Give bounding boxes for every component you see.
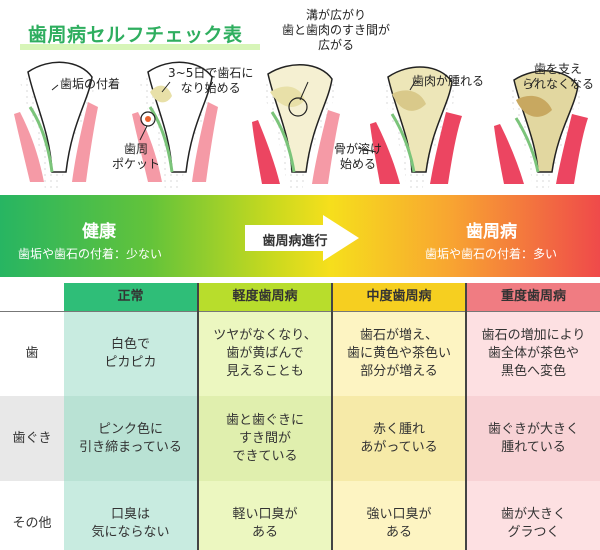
label-tartar: 3~5日で歯石に なり始める xyxy=(168,66,254,95)
row-label-gums: 歯ぐき xyxy=(0,396,64,481)
tooth-stage-5 xyxy=(494,70,588,192)
title-underline xyxy=(20,44,260,50)
check-table: 正常 軽度歯周病 中度歯周病 重度歯周病 歯 白色で ピカピカ ツヤがなくなり、… xyxy=(0,283,600,550)
cell-other-mild: 軽い口臭が ある xyxy=(198,481,333,550)
banner-healthy-title: 健康 xyxy=(82,222,116,242)
header-blank xyxy=(0,283,64,312)
banner-disease-sub: 歯垢や歯石の付着：多い xyxy=(425,247,558,261)
cell-gums-normal: ピンク色に 引き締まっている xyxy=(64,396,199,481)
cell-other-moderate: 強い口臭が ある xyxy=(332,481,467,550)
banner-healthy-sub: 歯垢や歯石の付着：少ない xyxy=(18,247,163,261)
table-row: その他 口臭は 気にならない 軽い口臭が ある 強い口臭が ある 歯が大きく グ… xyxy=(0,481,600,550)
label-gum-swell: 歯肉が腫れる xyxy=(412,74,485,88)
header-severe: 重度歯周病 xyxy=(466,283,600,312)
cell-gums-severe: 歯ぐきが大きく 腫れている xyxy=(466,396,600,481)
cell-gums-moderate: 赤く腫れ あがっている xyxy=(332,396,467,481)
page-title: 歯周病セルフチェック表 xyxy=(28,24,243,46)
cell-teeth-severe: 歯石の増加により 歯全体が茶色や 黒色へ変色 xyxy=(466,311,600,396)
tooth-stage-2 xyxy=(132,61,218,192)
label-plaque: 歯垢の付着 xyxy=(60,77,121,91)
cell-other-severe: 歯が大きく グラつく xyxy=(466,481,600,550)
cell-gums-mild: 歯と歯ぐきに すき間が できている xyxy=(198,396,333,481)
label-cant-support: 歯を支え られなくなる xyxy=(522,62,595,91)
cell-other-normal: 口臭は 気にならない xyxy=(64,481,199,550)
teeth-illustration xyxy=(14,61,588,192)
progression-banner: 健康 歯垢や歯石の付着：少ない 歯周病進行 歯周病 歯垢や歯石の付着：多い xyxy=(0,195,600,277)
header-moderate: 中度歯周病 xyxy=(332,283,467,312)
tooth-stage-4 xyxy=(370,66,462,192)
label-gap: 溝が広がり 歯と歯肉のすき間が 広がる xyxy=(282,8,391,52)
cell-teeth-normal: 白色で ピカピカ xyxy=(64,311,199,396)
cell-teeth-moderate: 歯石が増え、 歯に黄色や茶色い 部分が増える xyxy=(332,311,467,396)
tooth-stage-1 xyxy=(14,61,98,192)
row-label-teeth: 歯 xyxy=(0,311,64,396)
banner-arrow-label: 歯周病進行 xyxy=(262,234,328,249)
table-row: 歯 白色で ピカピカ ツヤがなくなり、 歯が黄ばんで 見えることも 歯石が増え、… xyxy=(0,311,600,396)
cell-teeth-mild: ツヤがなくなり、 歯が黄ばんで 見えることも xyxy=(198,311,333,396)
header-normal: 正常 xyxy=(64,283,199,312)
table-row: 歯ぐき ピンク色に 引き締まっている 歯と歯ぐきに すき間が できている 赤く腫… xyxy=(0,396,600,481)
banner-disease-title: 歯周病 xyxy=(466,222,517,242)
label-bone: 骨が溶け 始める xyxy=(334,142,383,171)
tooth-stage-3 xyxy=(252,63,340,192)
leader-lines xyxy=(51,77,537,153)
label-pocket: 歯周 ポケット xyxy=(112,142,161,171)
header-mild: 軽度歯周病 xyxy=(198,283,333,312)
progression-arrow-icon xyxy=(245,215,359,261)
row-label-other: その他 xyxy=(0,481,64,550)
